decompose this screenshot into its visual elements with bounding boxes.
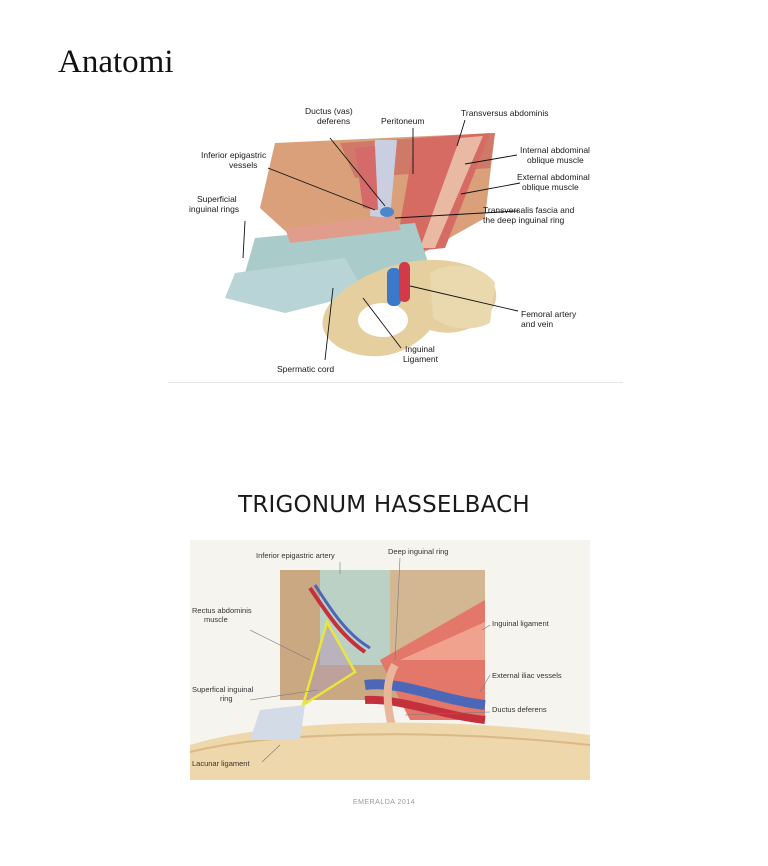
label-lacunar-ligament: Lacunar ligament [192,759,250,768]
label-superficial-rings-2: inguinal rings [189,204,239,214]
label-superficial-inguinal-ring: Superfical inguinal [192,685,254,694]
image-credit: EMERALDA 2014 [352,799,416,806]
label-inguinal-ligament: Inguinal [405,344,435,354]
label-femoral-artery-2: and vein [521,319,553,329]
label-ductus-deferens: Ductus (vas) [305,106,353,116]
label-rectus-abdominis-2: muscle [204,615,228,624]
label-external-iliac-vessels: External iliac vessels [492,671,562,680]
label-deep-inguinal-ring: Deep inguinal ring [388,547,448,556]
label-transversus-abdominis: Transversus abdominis [461,108,549,118]
label-inguinal-ligament: Inguinal ligament [492,619,550,628]
label-spermatic-cord: Spermatic cord [277,364,334,374]
label-inferior-epigastric: Inferior epigastric [201,150,267,160]
hesselbach-triangle-illustration: Inferior epigastric artery Deep inguinal… [190,540,590,780]
label-transversalis-fascia-2: the deep inguinal ring [483,215,565,225]
label-inguinal-ligament-2: Ligament [403,354,439,364]
label-ductus-deferens: Ductus deferens [492,705,547,714]
label-femoral-artery: Femoral artery [521,309,577,319]
page-title: Anatomi [58,44,174,80]
label-ductus-deferens-2: deferens [317,116,350,126]
label-inferior-epigastric-2: vessels [229,160,257,170]
label-peritoneum: Peritoneum [381,116,424,126]
label-inferior-epigastric-artery: Inferior epigastric artery [256,551,335,560]
section-title: TRIGONUM HASSELBACH [238,492,530,518]
label-superficial-rings: Superficial [197,194,237,204]
label-superficial-inguinal-ring-2: ring [220,694,233,703]
label-rectus-abdominis: Rectus abdominis [192,606,252,615]
inguinal-canal-illustration: Ductus (vas) deferens Peritoneum Transve… [189,106,590,374]
figure-divider [168,382,623,383]
label-internal-oblique: Internal abdominal [520,145,590,155]
label-internal-oblique-2: oblique muscle [527,155,584,165]
label-transversalis-fascia: Transversalis fascia and [483,205,575,215]
label-external-oblique-2: oblique muscle [522,182,579,192]
label-external-oblique: External abdominal [517,172,590,182]
